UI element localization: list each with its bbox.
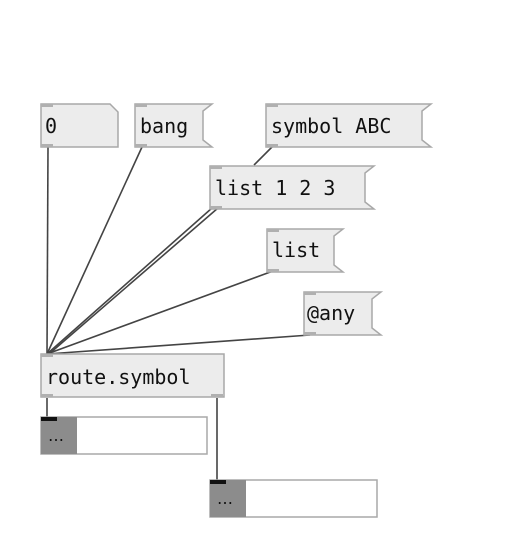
- object-route-symbol[interactable]: route.symbol: [40, 353, 225, 398]
- cord-any-to-route[interactable]: [46, 334, 311, 355]
- message-symbol-abc-inlet: [266, 104, 278, 107]
- message-symbol-abc[interactable]: symbol ABC: [265, 103, 434, 148]
- message-list-1-2-3-label: list 1 2 3: [215, 176, 335, 200]
- float-atom-value: 0: [45, 114, 57, 138]
- cord-list-to-route[interactable]: [46, 270, 274, 355]
- display-right-inlet: [210, 480, 226, 484]
- display-left-inlet: [41, 417, 57, 421]
- display-left[interactable]: …: [40, 416, 208, 455]
- message-list-label: list: [272, 238, 320, 262]
- cord-list123-to-route-b[interactable]: [48, 207, 219, 355]
- message-bang-outlet: [135, 144, 147, 147]
- patch-cords: [46, 146, 311, 480]
- route-symbol-outlet-left: [41, 394, 53, 397]
- cord-list123-to-route-a[interactable]: [46, 207, 213, 355]
- message-bang-inlet: [135, 104, 147, 107]
- message-list-1-2-3[interactable]: list 1 2 3: [209, 165, 377, 210]
- message-list-outlet: [267, 269, 279, 272]
- message-list-inlet: [267, 229, 279, 232]
- route-symbol-label: route.symbol: [46, 365, 191, 389]
- cord-bang-to-route[interactable]: [46, 146, 143, 355]
- message-symbol-abc-label: symbol ABC: [271, 114, 391, 138]
- message-list-1-2-3-inlet: [210, 166, 222, 169]
- message-symbol-abc-outlet: [266, 144, 278, 147]
- float-atom-outlet: [41, 144, 53, 147]
- cord-symbol-to-list123[interactable]: [253, 146, 273, 166]
- message-list-1-2-3-outlet: [210, 206, 222, 209]
- cord-float-to-route[interactable]: [46, 146, 49, 355]
- message-any-outlet: [304, 332, 316, 335]
- message-bang-label: bang: [140, 114, 188, 138]
- route-symbol-outlet-right: [211, 394, 223, 397]
- route-symbol-inlet: [41, 354, 53, 357]
- float-atom[interactable]: 0: [40, 103, 119, 148]
- display-left-button-label: …: [48, 426, 64, 445]
- message-bang[interactable]: bang: [134, 103, 215, 148]
- message-list[interactable]: list: [266, 228, 346, 273]
- message-any[interactable]: @any: [303, 291, 384, 336]
- float-atom-inlet: [41, 104, 53, 107]
- display-right[interactable]: …: [209, 479, 378, 518]
- display-right-button-label: …: [217, 489, 233, 508]
- display-left-button[interactable]: [41, 417, 77, 454]
- display-right-button[interactable]: [210, 480, 246, 517]
- message-any-label: @any: [307, 301, 355, 325]
- message-any-inlet: [304, 292, 316, 295]
